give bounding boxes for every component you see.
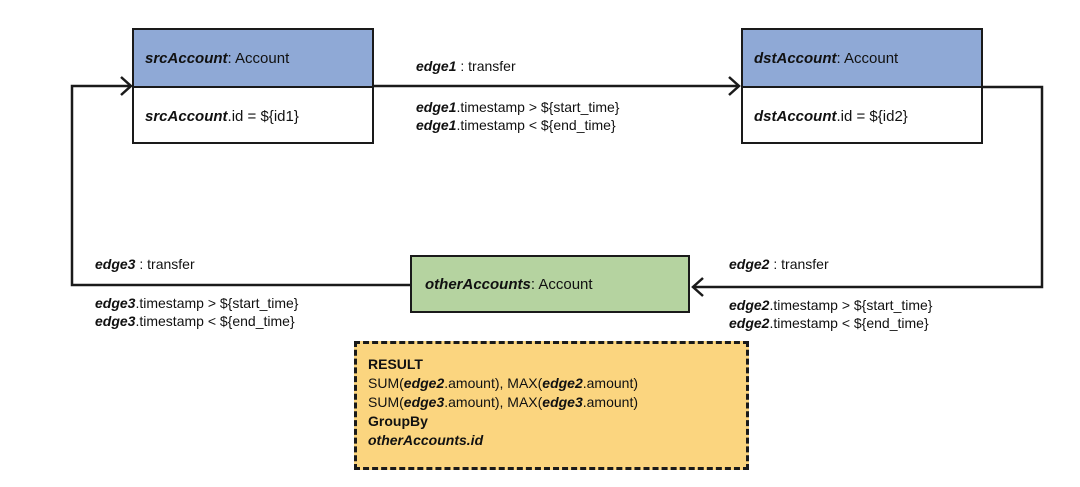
edge2-label: edge2 : transfer — [729, 255, 829, 273]
edge3-cond2-var: edge3 — [95, 313, 136, 329]
other-accounts-type: : Account — [530, 275, 593, 293]
edge3-name: edge3 — [95, 256, 136, 272]
dst-account-header: dstAccount: Account — [743, 30, 981, 88]
edge2-arrowhead — [691, 277, 704, 297]
dst-account-cond-var: dstAccount — [754, 107, 837, 125]
src-account-header: srcAccount: Account — [134, 30, 372, 88]
edge1-cond1-var: edge1 — [416, 99, 457, 115]
result-line2-var2: edge3 — [542, 394, 583, 410]
edge1-condition-start: edge1.timestamp > ${start_time} — [416, 98, 620, 116]
result-title: RESULT — [368, 356, 423, 372]
result-line2-part2: .amount), MAX( — [444, 394, 543, 410]
edge1-type: : transfer — [456, 58, 516, 74]
result-group-field: otherAccounts.id — [368, 432, 484, 448]
edge1-conditions: edge1.timestamp > ${start_time} edge1.ti… — [416, 98, 620, 134]
edge1-condition-end: edge1.timestamp < ${end_time} — [416, 116, 620, 134]
edge3-cond1-rest: .timestamp > ${start_time} — [135, 295, 299, 311]
dst-account-condition: dstAccount.id = ${id2} — [743, 88, 981, 144]
edge2-cond2-var: edge2 — [729, 315, 770, 331]
src-account-name: srcAccount — [145, 49, 228, 67]
edge2-condition-start: edge2.timestamp > ${start_time} — [729, 296, 933, 314]
edge1-label: edge1 : transfer — [416, 57, 516, 75]
result-box: RESULT SUM(edge2.amount), MAX(edge2.amou… — [354, 341, 749, 470]
edge3-cond1-var: edge3 — [95, 295, 136, 311]
edge2-cond1-rest: .timestamp > ${start_time} — [769, 297, 933, 313]
edge3-arrow-line — [70, 84, 410, 287]
result-groupby: GroupBy — [368, 413, 428, 429]
result-line1-var2: edge2 — [542, 375, 583, 391]
dst-account-cond-rest: .id = ${id2} — [836, 107, 908, 125]
src-account-type: : Account — [227, 49, 290, 67]
edge3-condition-start: edge3.timestamp > ${start_time} — [95, 294, 299, 312]
edge3-condition-end: edge3.timestamp < ${end_time} — [95, 312, 299, 330]
edge2-type: : transfer — [769, 256, 829, 272]
dst-account-name: dstAccount — [754, 49, 837, 67]
result-line1-part2: .amount), MAX( — [444, 375, 543, 391]
dst-account-type: : Account — [836, 49, 899, 67]
edge3-type: : transfer — [135, 256, 195, 272]
edge2-cond2-rest: .timestamp < ${end_time} — [769, 315, 929, 331]
other-accounts-name: otherAccounts — [425, 275, 531, 293]
edge3-conditions: edge3.timestamp > ${start_time} edge3.ti… — [95, 294, 299, 330]
result-line2-part3: .amount) — [582, 394, 638, 410]
src-account-cond-var: srcAccount — [145, 107, 228, 125]
edge1-name: edge1 — [416, 58, 457, 74]
edge2-conditions: edge2.timestamp > ${start_time} edge2.ti… — [729, 296, 933, 332]
edge2-arrow-line — [693, 85, 1044, 289]
edge3-cond2-rest: .timestamp < ${end_time} — [135, 313, 295, 329]
result-line2-part1: SUM( — [368, 394, 404, 410]
result-line-edge3: SUM(edge3.amount), MAX(edge3.amount) — [368, 393, 746, 412]
result-line1-part3: .amount) — [582, 375, 638, 391]
edge1-cond2-var: edge1 — [416, 117, 457, 133]
edge1-cond1-rest: .timestamp > ${start_time} — [456, 99, 620, 115]
edge3-arrowhead — [120, 76, 133, 96]
result-line1-var1: edge2 — [403, 375, 445, 391]
src-account-node[interactable]: srcAccount: Account srcAccount.id = ${id… — [132, 28, 374, 144]
src-account-cond-rest: .id = ${id1} — [227, 107, 299, 125]
edge1-arrowhead — [728, 76, 741, 96]
result-line-edge2: SUM(edge2.amount), MAX(edge2.amount) — [368, 374, 746, 393]
edge1-cond2-rest: .timestamp < ${end_time} — [456, 117, 616, 133]
edge3-label: edge3 : transfer — [95, 255, 195, 273]
result-line1-part1: SUM( — [368, 375, 404, 391]
src-account-condition: srcAccount.id = ${id1} — [134, 88, 372, 144]
other-accounts-node[interactable]: otherAccounts: Account — [410, 255, 690, 313]
edge2-condition-end: edge2.timestamp < ${end_time} — [729, 314, 933, 332]
edge2-name: edge2 — [729, 256, 770, 272]
edge2-cond1-var: edge2 — [729, 297, 770, 313]
dst-account-node[interactable]: dstAccount: Account dstAccount.id = ${id… — [741, 28, 983, 144]
result-line2-var1: edge3 — [403, 394, 445, 410]
